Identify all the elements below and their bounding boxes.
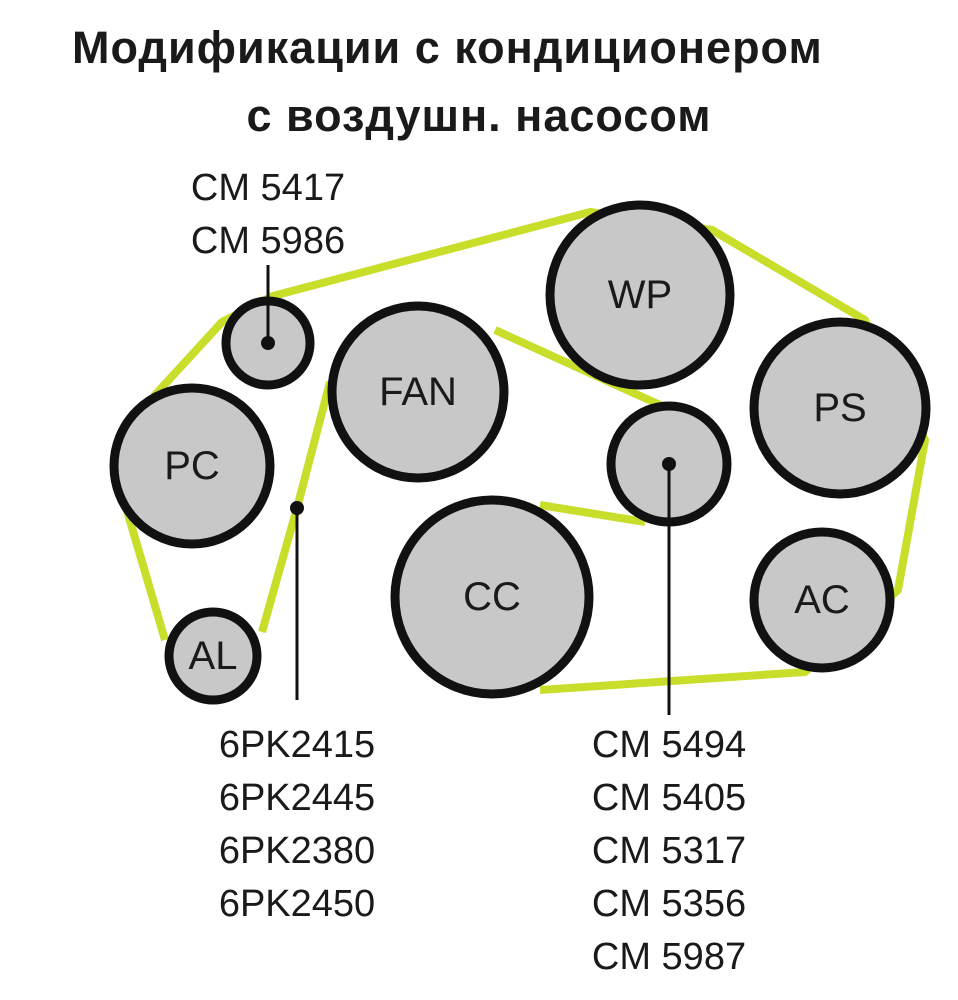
idler-part: CM 5494 <box>592 724 746 766</box>
belt-part: 6PK2450 <box>219 883 375 925</box>
idler-part: CM 5356 <box>592 883 746 925</box>
belt-part-list: 6PK2415 6PK2445 6PK2380 6PK2450 <box>219 724 375 925</box>
belt-part: 6PK2445 <box>219 777 375 819</box>
belt-part: 6PK2380 <box>219 830 375 872</box>
pulley-cc: CC <box>390 495 594 699</box>
pulley-wp: WP <box>545 200 735 390</box>
pulley-ac: AC <box>749 527 895 673</box>
idler-part: CM 5987 <box>592 936 746 978</box>
idler-part: CM 5405 <box>592 777 746 819</box>
leader-idler-dot <box>662 457 676 471</box>
diagram-title-line2: с воздушн. насосом <box>246 90 712 141</box>
pulley-wp-label: WP <box>608 273 672 317</box>
tensioner-part: CM 5986 <box>191 220 345 262</box>
pulley-pc: PC <box>109 383 275 549</box>
belt-fan-idler <box>493 326 662 409</box>
pulley-pc-label: PC <box>164 444 220 488</box>
pulley-fan-label: FAN <box>379 370 457 414</box>
pulley-al: AL <box>164 607 262 705</box>
pulley-al-label: AL <box>189 634 238 678</box>
pulley-ac-label: AC <box>794 578 850 622</box>
tensioner-part-list: CM 5417 CM 5986 <box>191 167 345 262</box>
belt-cc-idler <box>539 501 646 526</box>
idler-part: CM 5317 <box>592 830 746 872</box>
diagram-title-line1: Модификации с кондиционером <box>72 22 823 73</box>
pulley-ps: PS <box>749 317 931 499</box>
tensioner-part: CM 5417 <box>191 167 345 209</box>
pulley-ps-label: PS <box>813 386 866 430</box>
leader-tensioner-dot <box>261 336 275 350</box>
belt-part: 6PK2415 <box>219 724 375 766</box>
pulley-cc-label: CC <box>463 575 521 619</box>
idler-part-list: CM 5494 CM 5405 CM 5317 CM 5356 CM 5987 <box>592 724 746 978</box>
pulley-fan: FAN <box>327 301 509 483</box>
leader-belt-dot <box>290 501 304 515</box>
